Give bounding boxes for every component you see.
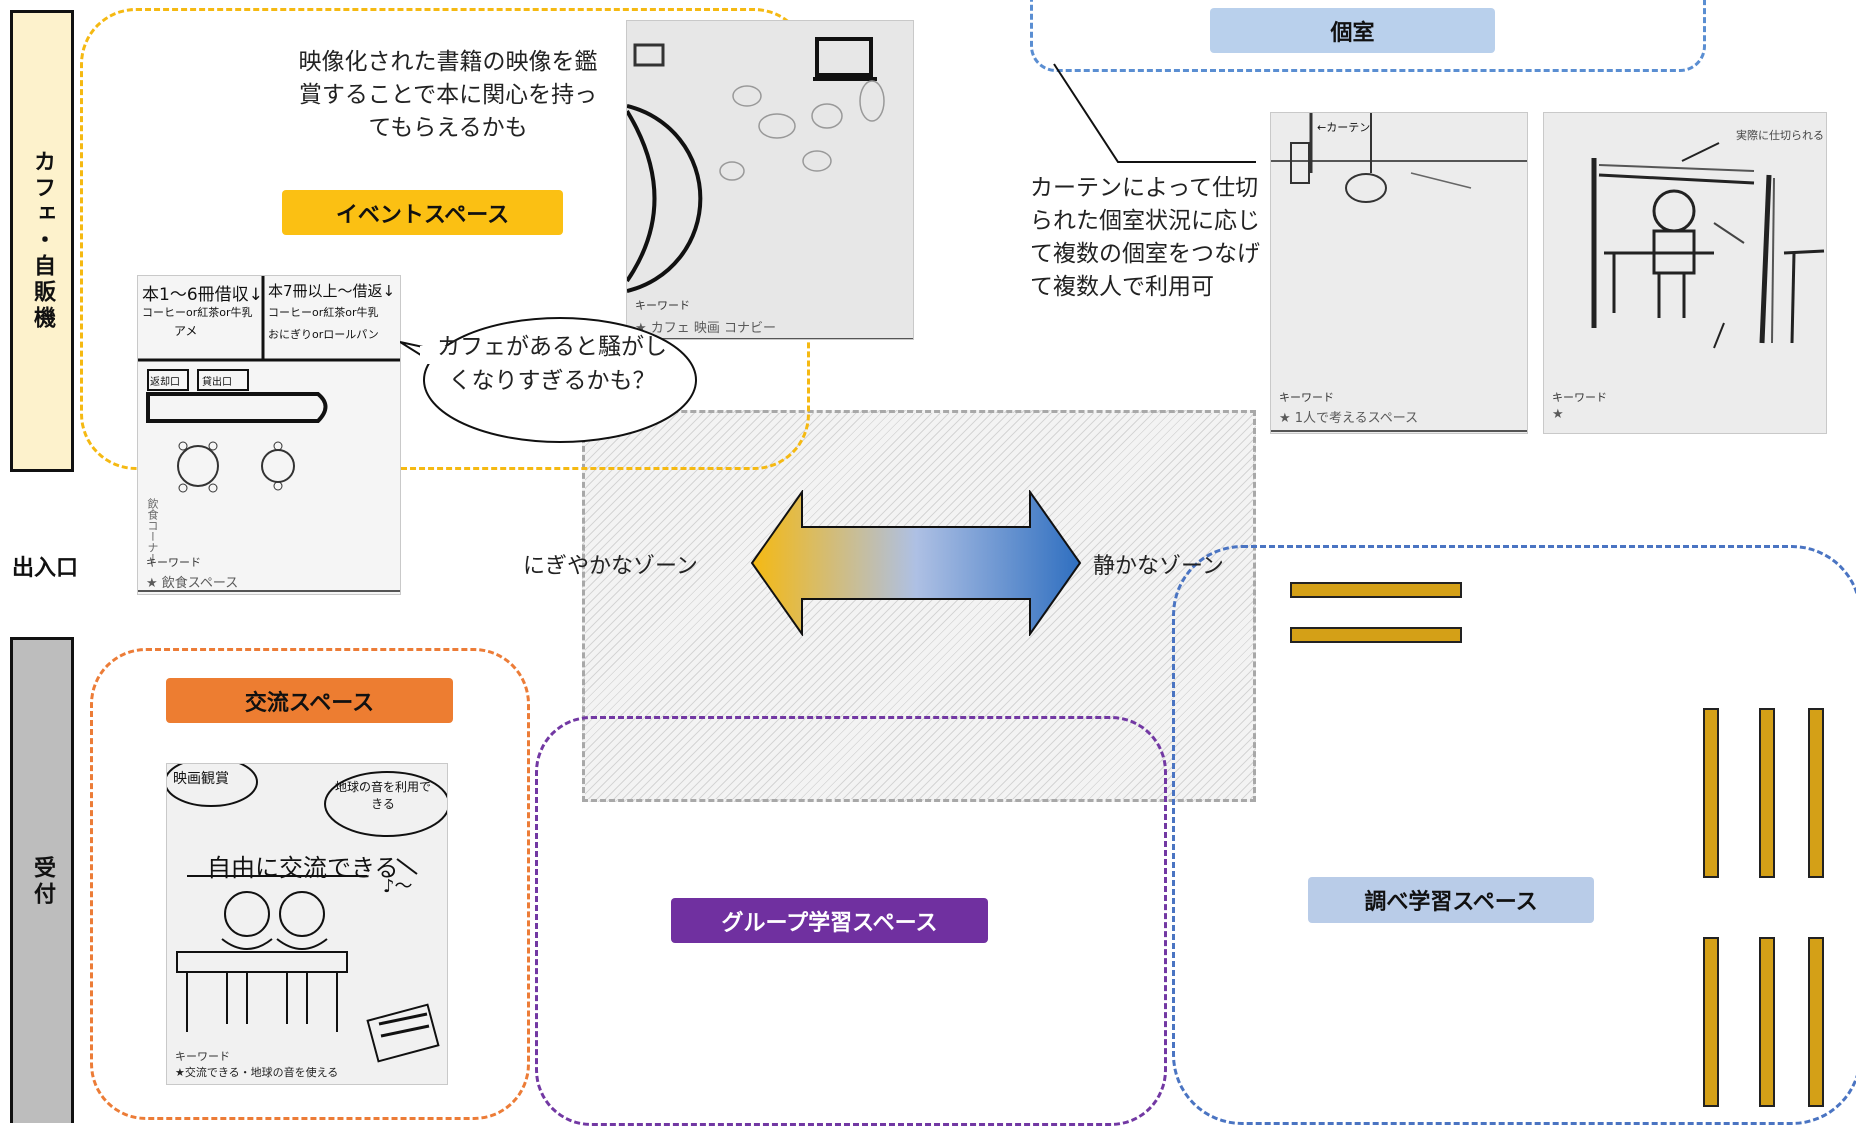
event-space-label: イベントスペース (282, 190, 563, 235)
exchange-space-sketch: 映画観賞 地球の音を利用できる 自由に交流できる ♪〜 キーワード ★交流できる… (166, 763, 448, 1085)
keyword-header: キーワード (146, 556, 201, 569)
exchange-center-text: 自由に交流できる (207, 854, 399, 882)
private-room-zone (1030, 0, 1706, 72)
curtain-room-sketch-2: 実際に仕切られる キーワード ★ (1543, 112, 1827, 434)
keyword-header: キーワード (175, 1050, 230, 1063)
group-study-label: グループ学習スペース (671, 898, 988, 943)
event-sketch-drawing (627, 37, 913, 339)
cafe-counter-return: 返却口 (150, 377, 180, 388)
exchange-space-zone (90, 648, 530, 1120)
desk-vertical (1703, 708, 1719, 878)
cafe-text-line2: コーヒーor紅茶or牛乳 (142, 306, 253, 319)
cafe-text-line5: コーヒーor紅茶or牛乳 (268, 306, 379, 319)
curtain-sketch-drawing (1271, 113, 1527, 432)
curtain-sketch-note: 実際に仕切られる (1736, 129, 1824, 142)
keyword-header: キーワード (1279, 391, 1334, 404)
cafe-text-line1: 本1〜6冊借収↓ (142, 285, 263, 305)
private-room-note: カーテンによって仕切られた個室状況に応じて複数の個室をつなげて複数人で利用可 (1030, 175, 1260, 300)
private-room-label: 個室 (1210, 8, 1495, 53)
music-note: ♪〜 (383, 876, 413, 897)
keyword-text: ★ (1552, 407, 1564, 422)
cafe-sketch-drawing (138, 276, 400, 592)
keyword-header: キーワード (1552, 391, 1607, 404)
lively-zone-label: にぎやかなゾーン (523, 554, 698, 579)
exchange-space-label: 交流スペース (166, 678, 453, 723)
desk-horizontal (1290, 627, 1462, 643)
event-space-note: 映像化された書籍の映像を鑑賞することで本に関心を持ってもらえるかも (298, 49, 598, 141)
curtain-label: ←カーテン (1317, 121, 1371, 134)
exchange-note-a: 映画観賞 (173, 771, 229, 787)
reception-area: 受付 (10, 637, 74, 1123)
desk-vertical (1759, 708, 1775, 878)
research-study-label: 調べ学習スペース (1308, 877, 1594, 923)
exchange-sketch-drawing (167, 764, 447, 1063)
desk-horizontal (1290, 582, 1462, 598)
exchange-note-b: 地球の音を利用できる (335, 780, 432, 811)
cafe-text-line3: アメ (174, 324, 198, 338)
desk-vertical (1808, 708, 1824, 878)
cafe-counter-lend: 貸出口 (202, 377, 232, 388)
keyword-text: ★ カフェ 映画 コナビー (635, 321, 777, 336)
double-arrow (750, 490, 1082, 636)
cafe-plan-sketch: 本1〜6冊借収↓ コーヒーor紅茶or牛乳 アメ 本7冊以上〜借返↓ コーヒーo… (137, 275, 401, 595)
keyword-header: キーワード (635, 299, 690, 312)
desk-vertical (1759, 937, 1775, 1107)
curtain-sketch-drawing (1591, 142, 1825, 349)
callout-line (1053, 63, 1256, 163)
keyword-text: ★ 飲食スペース (146, 576, 239, 591)
cafe-vending-label: カフェ・自販機 (30, 150, 55, 332)
reception-label: 受付 (30, 855, 55, 908)
desk-vertical (1703, 937, 1719, 1107)
desk-vertical (1808, 937, 1824, 1107)
event-space-sketch: キーワード ★ カフェ 映画 コナビー (626, 20, 914, 340)
quiet-zone-label: 静かなゾーン (1093, 554, 1224, 579)
cafe-vending-area: カフェ・自販機 (10, 10, 74, 472)
speech-bubble-text: カフェがあると騒がしくなりすぎるかも？ (437, 334, 667, 394)
cafe-corner-label: 飲食コーナー (146, 498, 159, 564)
keyword-text: ★交流できる・地球の音を使える (175, 1066, 339, 1079)
research-study-zone (1172, 545, 1856, 1125)
cafe-text-line4: 本7冊以上〜借返↓ (268, 282, 396, 300)
curtain-room-sketch-1: ←カーテン キーワード ★ 1人で考えるスペース (1270, 112, 1528, 434)
keyword-text: ★ 1人で考えるスペース (1279, 411, 1419, 426)
cafe-text-line6: おにぎりorロールパン (268, 328, 379, 341)
entrance-label: 出入口 (12, 556, 79, 581)
speech-bubble (400, 317, 697, 443)
